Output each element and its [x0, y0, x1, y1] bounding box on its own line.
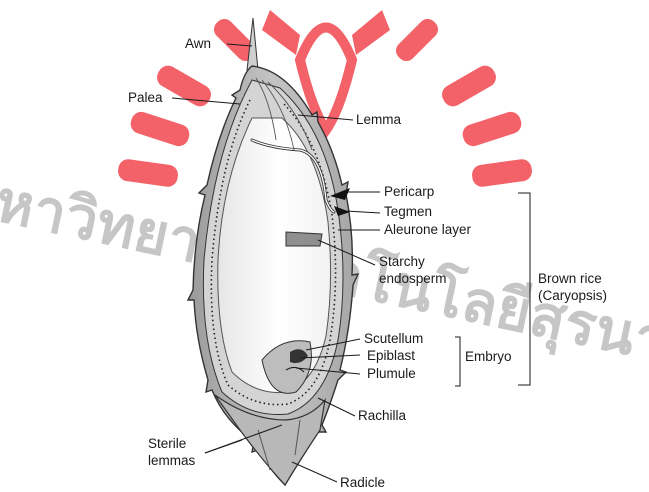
label-embryo: Embryo	[465, 349, 512, 364]
label-radicle: Radicle	[340, 475, 385, 490]
label-lemma: Lemma	[356, 112, 402, 127]
label-brown-rice: Brown rice	[538, 271, 602, 286]
label-tegmen: Tegmen	[384, 204, 432, 219]
label-starchy: Starchy	[379, 254, 425, 269]
label-sterile: Sterile	[148, 436, 186, 451]
label-aleurone-layer: Aleurone layer	[384, 222, 472, 237]
label-rachilla: Rachilla	[358, 408, 407, 423]
label-palea: Palea	[128, 90, 163, 105]
label-awn: Awn	[185, 36, 211, 51]
label-epiblast: Epiblast	[367, 348, 415, 363]
label-lemmas: lemmas	[148, 453, 196, 468]
aleurone-box	[286, 232, 322, 246]
label-scutellum: Scutellum	[364, 331, 423, 346]
label-endosperm: endosperm	[379, 271, 447, 286]
label-pericarp: Pericarp	[384, 184, 434, 199]
grain-body	[188, 18, 358, 485]
label-plumule: Plumule	[367, 366, 416, 381]
label-caryopsis: (Caryopsis)	[538, 288, 607, 303]
